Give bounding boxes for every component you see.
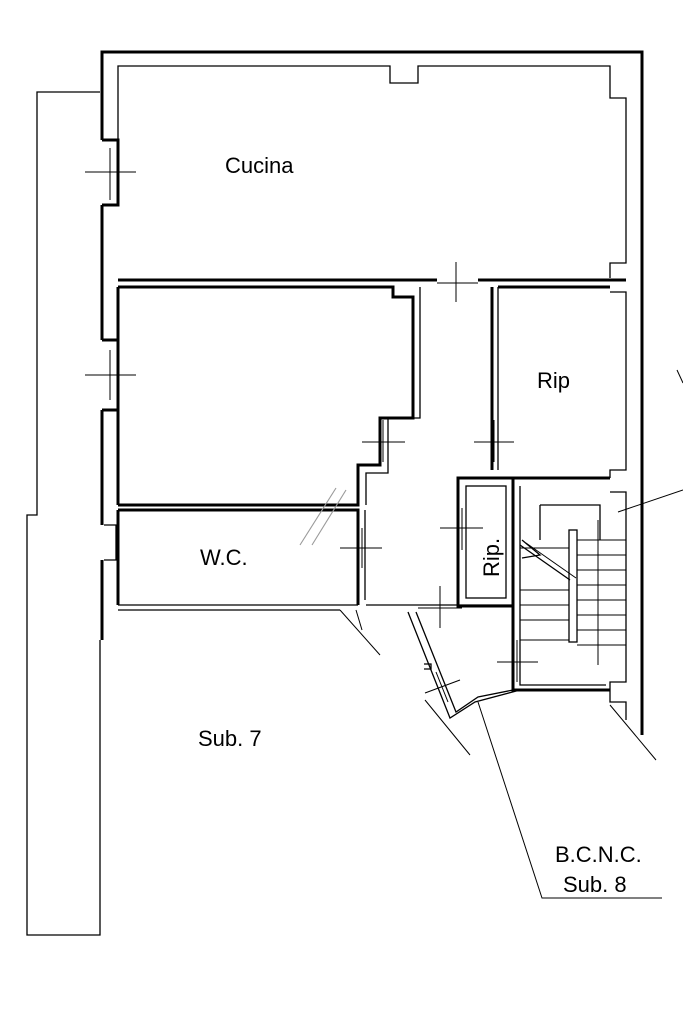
wc-walls bbox=[116, 508, 366, 611]
label-rip: Rip bbox=[537, 368, 570, 393]
label-wc: W.C. bbox=[200, 545, 248, 570]
cut-lines bbox=[339, 369, 683, 761]
door-markers bbox=[85, 148, 538, 703]
middle-room-walls bbox=[116, 285, 421, 507]
staircase bbox=[511, 478, 626, 692]
corridor-lower-walls bbox=[366, 604, 521, 719]
rip-room-walls bbox=[490, 285, 610, 480]
label-sub7: Sub. 7 bbox=[198, 726, 262, 751]
interior-wall-lines bbox=[117, 65, 627, 720]
label-cucina: Cucina bbox=[225, 153, 294, 178]
label-bcnc: B.C.N.C. bbox=[555, 842, 642, 867]
label-rip-small: Rip. bbox=[479, 538, 504, 577]
label-sub8: Sub. 8 bbox=[563, 872, 627, 897]
left-outline bbox=[26, 91, 101, 936]
exterior-walls bbox=[100, 50, 644, 735]
watermark bbox=[299, 487, 347, 546]
bcnc-leader bbox=[477, 701, 662, 899]
